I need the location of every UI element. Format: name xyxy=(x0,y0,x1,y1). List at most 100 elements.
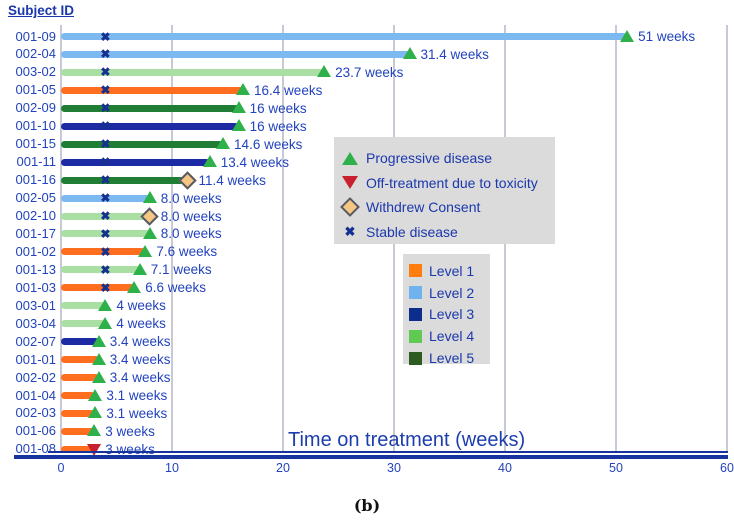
weeks-value-label: 51 weeks xyxy=(638,29,696,44)
gridline-20 xyxy=(282,25,284,452)
treatment-bar xyxy=(61,266,140,274)
treatment-bar xyxy=(61,68,325,76)
progressive-disease-marker xyxy=(87,424,102,437)
level-swatch-icon xyxy=(409,286,422,300)
subject-id-label: 002-03 xyxy=(15,405,56,421)
subject-id-label: 003-02 xyxy=(15,64,56,80)
treatment-bar xyxy=(61,230,150,238)
treatment-bar xyxy=(61,392,96,399)
subject-id-label: 002-02 xyxy=(15,369,56,385)
legend-item-label: Withdrew Consent xyxy=(366,199,481,216)
subject-id-label: 001-10 xyxy=(15,118,56,134)
subject-id-header: Subject ID xyxy=(8,3,75,18)
progressive-disease-marker xyxy=(202,155,217,168)
treatment-bar xyxy=(61,248,146,256)
legend-item-level-4: Level 4 xyxy=(403,325,490,347)
treatment-bar xyxy=(61,176,188,184)
level-swatch-icon xyxy=(409,307,422,321)
treatment-bar xyxy=(61,302,106,310)
weeks-value-label: 3 weeks xyxy=(105,423,155,439)
subject-id-label: 002-09 xyxy=(15,100,56,116)
subject-id-label: 002-04 xyxy=(15,46,56,62)
triangle-up-icon xyxy=(342,151,358,165)
progressive-disease-marker xyxy=(402,47,417,60)
subject-id-label: 003-04 xyxy=(15,315,56,331)
progressive-disease-marker xyxy=(98,298,113,311)
subject-id-label: 001-08 xyxy=(15,441,56,457)
treatment-bar xyxy=(61,427,95,435)
weeks-value-label: 3.4 weeks xyxy=(109,352,171,368)
treatment-bar xyxy=(61,320,106,328)
stable-disease-x-marker: ✖ xyxy=(100,47,111,62)
weeks-value-label: 8.0 weeks xyxy=(160,208,222,224)
subject-id-label: 001-06 xyxy=(15,423,56,439)
weeks-value-label: 4 weeks xyxy=(116,298,166,314)
withdrew-consent-marker xyxy=(140,206,159,226)
progressive-disease-marker xyxy=(142,226,157,239)
stable-disease-x-marker: ✖ xyxy=(100,226,111,241)
progressive-disease-marker xyxy=(88,406,103,419)
weeks-value-label: 16.4 weeks xyxy=(254,82,323,98)
weeks-value-label: 3.4 weeks xyxy=(109,370,171,386)
progressive-disease-marker xyxy=(231,119,246,132)
x-icon: ✖ xyxy=(344,224,356,240)
legend-item-withdrew-consent: Withdrew Consent xyxy=(334,195,555,220)
level-swatch-icon xyxy=(409,264,422,278)
weeks-value-label: 23.7 weeks xyxy=(335,64,404,80)
stable-disease-x-marker: ✖ xyxy=(100,137,111,152)
treatment-bar xyxy=(61,50,410,58)
subject-id-label: 001-02 xyxy=(15,243,56,259)
stable-disease-x-marker: ✖ xyxy=(100,65,111,80)
weeks-value-label: 6.6 weeks xyxy=(145,280,207,296)
x-tick-label-20: 20 xyxy=(276,461,290,475)
subject-id-label: 001-04 xyxy=(15,387,56,403)
weeks-value-label: 3.1 weeks xyxy=(106,388,168,403)
gridline-60 xyxy=(726,25,728,452)
stable-disease-x-marker: ✖ xyxy=(100,280,111,295)
progressive-disease-marker xyxy=(91,334,106,347)
weeks-value-label: 3.4 weeks xyxy=(109,334,171,350)
treatment-bar xyxy=(61,140,224,148)
subject-id-label: 001-17 xyxy=(15,225,56,241)
legend-item-label: Off-treatment due to toxicity xyxy=(366,174,538,191)
stable-disease-x-marker: ✖ xyxy=(100,83,111,98)
treatment-bar xyxy=(61,122,239,130)
stable-disease-x-marker: ✖ xyxy=(100,244,111,259)
subject-id-label: 001-15 xyxy=(15,136,56,152)
gridline-0 xyxy=(60,25,62,452)
legend-item-label: Stable disease xyxy=(366,223,458,240)
weeks-value-label: 4 weeks xyxy=(116,316,166,332)
progressive-disease-marker xyxy=(127,280,142,293)
treatment-bar xyxy=(61,86,244,94)
subject-id-label: 001-01 xyxy=(15,351,56,367)
stable-disease-x-marker: ✖ xyxy=(100,209,111,223)
legend-item-level-1: Level 1 xyxy=(403,260,490,282)
legend-item-off-treatment-due-to-toxicity: Off-treatment due to toxicity xyxy=(334,171,555,196)
progressive-disease-marker xyxy=(620,29,635,42)
diamond-icon xyxy=(340,197,360,218)
stable-disease-x-marker: ✖ xyxy=(100,155,111,170)
legend-item-label: Level 1 xyxy=(429,262,475,279)
subject-id-label: 002-10 xyxy=(15,208,56,223)
withdrew-consent-marker xyxy=(178,170,197,190)
weeks-value-label: 14.6 weeks xyxy=(234,136,303,152)
stable-disease-x-marker: ✖ xyxy=(100,29,111,44)
triangle-down-icon xyxy=(342,176,358,190)
progressive-disease-marker xyxy=(91,370,106,383)
weeks-value-label: 16 weeks xyxy=(249,118,307,134)
legend-item-level-2: Level 2 xyxy=(403,282,490,304)
progressive-disease-marker xyxy=(231,101,246,114)
level-swatch-icon xyxy=(409,329,422,343)
legend-item-label: Progressive disease xyxy=(366,150,493,167)
progressive-disease-marker xyxy=(98,316,113,329)
treatment-bar xyxy=(61,212,150,220)
subject-id-label: 003-01 xyxy=(15,297,56,313)
gridline-10 xyxy=(171,25,173,452)
x-tick-label-30: 30 xyxy=(387,461,401,475)
treatment-bar xyxy=(61,33,628,40)
subject-id-label: 001-11 xyxy=(16,154,56,170)
treatment-bar xyxy=(61,104,239,112)
stable-disease-x-marker: ✖ xyxy=(100,173,111,188)
